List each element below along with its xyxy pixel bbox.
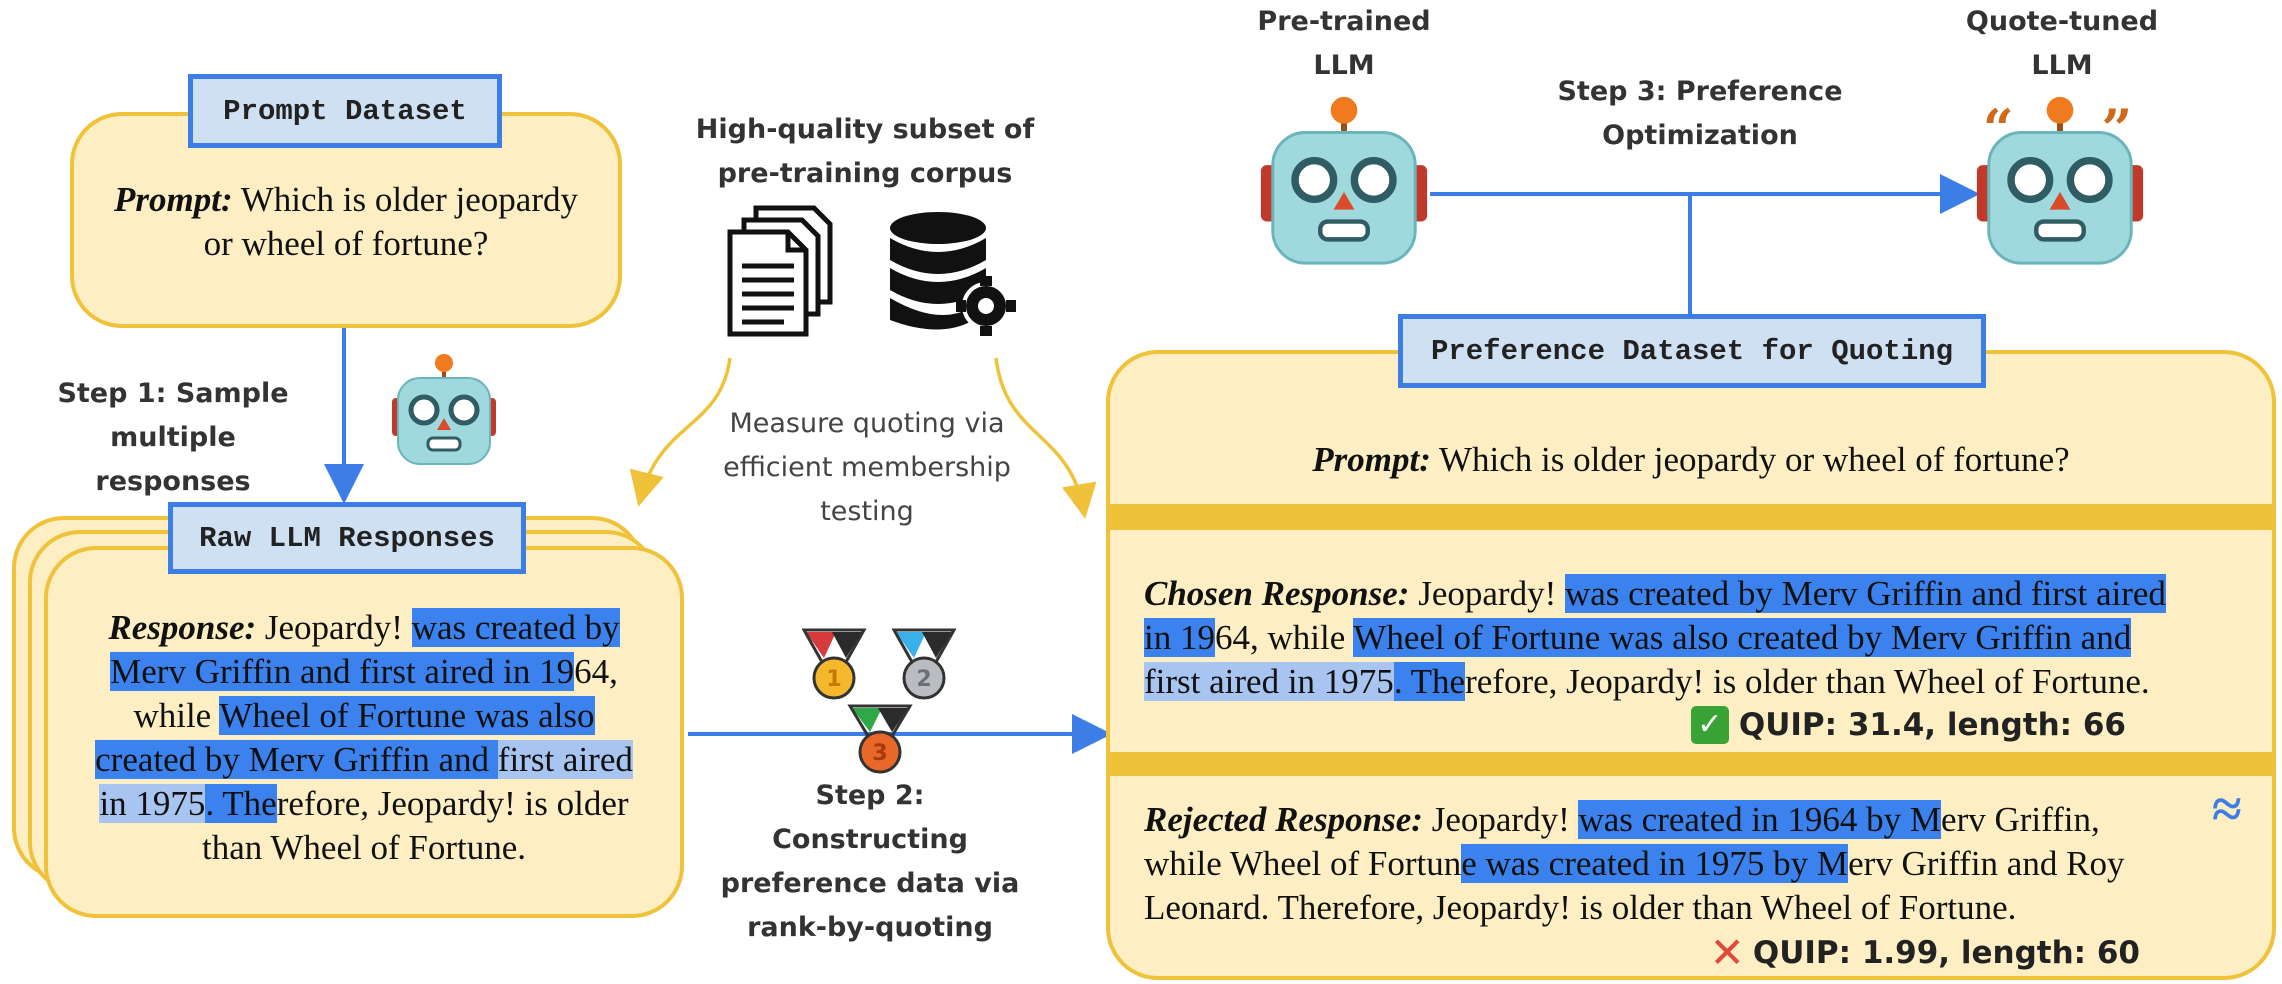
step2-line-2: preference data via <box>720 868 1020 899</box>
measure-label: Measure quoting via efficient membership… <box>712 402 1022 534</box>
rejected-label: Rejected Response: <box>1144 800 1423 839</box>
measure-arrow-left <box>629 357 732 507</box>
rejected-score: ✕QUIP: 1.99, length: 60 <box>1709 928 2140 977</box>
pretrained-label: Pre-trained LLM <box>1224 0 1464 88</box>
chosen-score: ✓QUIP: 31.4, length: 66 <box>1690 706 2126 744</box>
raw-line-1b: was created by <box>411 608 620 647</box>
chosen-response: Chosen Response: Jeopardy! was created b… <box>1144 572 2254 704</box>
raw-line-5a: in 1975 <box>99 784 206 823</box>
raw-responses-tag: Raw LLM Responses <box>168 502 526 574</box>
step2-line-3: rank-by-quoting <box>747 912 993 943</box>
prompt-label: Prompt: <box>114 180 233 219</box>
svg-text:“: “ <box>1983 97 2014 160</box>
database-settings-icon <box>890 212 1016 336</box>
measure-line-1: Measure quoting via <box>729 408 1005 439</box>
rejected-line-3: Leonard. Therefore, Jeopardy! is older t… <box>1144 888 2017 927</box>
chosen-line-1b: was created by Merv Griffin and first ai… <box>1564 574 2166 613</box>
prompt-dataset-tag: Prompt Dataset <box>188 74 502 148</box>
approx-symbol: ≈ <box>2212 779 2242 839</box>
chosen-line-3a: first aired in 1975 <box>1144 662 1394 701</box>
measure-line-3: testing <box>820 496 914 527</box>
pretrained-robot-icon <box>1260 96 1428 265</box>
quotetuned-line-1: Quote-tuned <box>1965 6 2159 37</box>
pretrained-line-2: LLM <box>1313 50 1375 81</box>
rejected-line-2b: e was created in 1975 by M <box>1461 844 1849 883</box>
gold-medal-number: 1 <box>826 667 841 692</box>
corpus-line-1: High-quality subset of <box>695 114 1035 145</box>
rejected-line-2a: while Wheel of Fortun <box>1144 844 1462 883</box>
corpus-label: High-quality subset of pre-training corp… <box>690 108 1040 196</box>
step2-line-1: Step 2: Constructing <box>772 780 968 855</box>
quotetuned-label: Quote-tuned LLM <box>1940 0 2184 88</box>
preference-prompt-text: Which is older jeopardy or wheel of fort… <box>1438 440 2070 479</box>
raw-line-4b: first aired <box>497 740 633 779</box>
raw-line-6: than Wheel of Fortune. <box>202 828 526 867</box>
corpus-line-2: pre-training corpus <box>717 158 1013 189</box>
preference-dataset-tag: Preference Dataset for Quoting <box>1398 314 1986 388</box>
svg-text:”: ” <box>2102 97 2133 160</box>
raw-line-2b: 64, <box>574 652 618 691</box>
chosen-line-2c: Wheel of Fortune was also created by Mer… <box>1353 618 2132 657</box>
medals-icon: 1 2 3 <box>802 628 957 774</box>
raw-line-3a: while <box>133 696 220 735</box>
step3-label: Step 3: Preference Optimization <box>1540 70 1860 158</box>
pretrained-line-1: Pre-trained <box>1257 6 1431 37</box>
silver-medal-number: 2 <box>916 667 931 692</box>
documents-icon <box>727 205 833 337</box>
robot-icon <box>392 354 496 465</box>
raw-line-3b: Wheel of Fortune was also <box>219 696 595 735</box>
quotetuned-line-2: LLM <box>2031 50 2093 81</box>
step2-label: Step 2: Constructing preference data via… <box>720 774 1020 950</box>
raw-response-text: Response: Jeopardy! was created by Merv … <box>48 606 680 870</box>
raw-line-2a: Merv Griffin and first aired in 19 <box>110 652 575 691</box>
raw-line-1a: Jeopardy! <box>264 608 412 647</box>
chosen-line-1a: Jeopardy! <box>1418 574 1565 613</box>
rejected-line-1c: erv Griffin, <box>1941 800 2100 839</box>
measure-line-2: efficient membership <box>723 452 1011 483</box>
chosen-line-3b: . The <box>1393 662 1466 701</box>
step1-label: Step 1: Sample multiple responses <box>28 372 318 504</box>
raw-line-5c: refore, Jeopardy! is older <box>276 784 629 823</box>
step1-line-2: multiple responses <box>95 422 251 497</box>
rejected-score-text: QUIP: 1.99, length: 60 <box>1752 934 2140 971</box>
prompt-line-2: or wheel of fortune? <box>203 224 489 263</box>
rejected-line-2c: erv Griffin and Roy <box>1848 844 2125 883</box>
chosen-label: Chosen Response: <box>1144 574 1410 613</box>
measure-arrow-right <box>994 357 1097 519</box>
prompt-text: Prompt: Which is older jeopardy or wheel… <box>74 178 618 266</box>
chosen-line-3c: refore, Jeopardy! is older than Wheel of… <box>1465 662 2150 701</box>
response-label: Response: <box>108 608 257 647</box>
step3-line-1: Step 3: Preference <box>1557 76 1843 107</box>
preference-prompt-label: Prompt: <box>1312 440 1431 479</box>
chosen-line-2a: in 19 <box>1144 618 1215 657</box>
rejected-response: Rejected Response: Jeopardy! was created… <box>1144 798 2254 930</box>
raw-line-4a: created by Merv Griffin and <box>95 740 498 779</box>
quotetuned-robot-icon: “ ” <box>1976 96 2144 265</box>
raw-responses-box: Response: Jeopardy! was created by Merv … <box>44 546 684 918</box>
step1-line-1: Step 1: Sample <box>57 378 289 409</box>
divider-1 <box>1110 504 2272 530</box>
check-icon: ✓ <box>1690 706 1729 744</box>
prompt-line-1: Which is older jeopardy <box>240 180 578 219</box>
step3-line-2: Optimization <box>1602 120 1798 151</box>
bronze-medal-number: 3 <box>872 741 887 766</box>
chosen-line-2b: 64, while <box>1214 618 1354 657</box>
preference-prompt: Prompt: Which is older jeopardy or wheel… <box>1110 438 2272 482</box>
rejected-line-1a: Jeopardy! <box>1431 800 1579 839</box>
cross-icon: ✕ <box>1709 928 1745 977</box>
preference-dataset-box: Prompt: Which is older jeopardy or wheel… <box>1106 350 2276 980</box>
chosen-score-text: QUIP: 31.4, length: 66 <box>1738 707 2126 743</box>
raw-line-5b: . The <box>205 784 277 823</box>
rejected-line-1b: was created in 1964 by M <box>1578 800 1942 839</box>
divider-2 <box>1110 752 2272 776</box>
